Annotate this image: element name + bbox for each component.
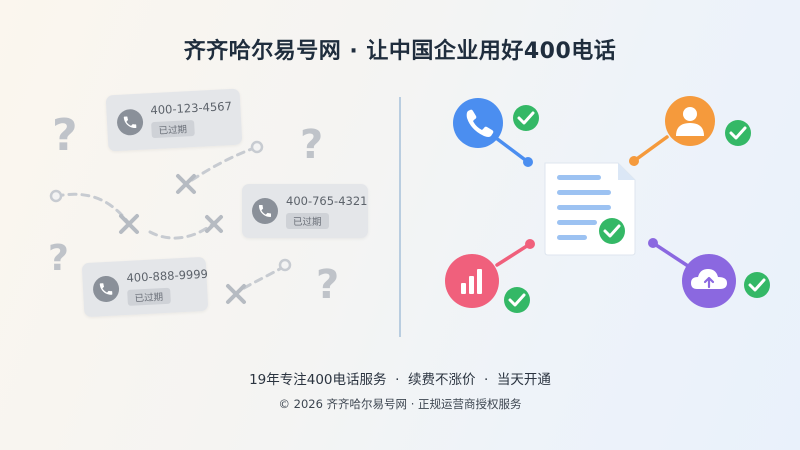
cross-icon [226, 284, 246, 304]
svg-text:?: ? [48, 238, 69, 279]
phone-icon [92, 275, 120, 303]
connectors [494, 135, 690, 268]
page-title: 齐齐哈尔易号网 · 让中国企业用好400电话 [183, 39, 617, 64]
expired-badge: 已过期 [127, 287, 171, 306]
user-node [665, 96, 715, 146]
phone-icon [252, 198, 278, 224]
document-icon [544, 162, 636, 256]
path-endpoints [49, 140, 292, 272]
cross-icon [119, 214, 139, 234]
user-icon [676, 107, 704, 136]
phone-icon [466, 109, 494, 137]
section-divider [399, 97, 401, 337]
check-icon [725, 120, 751, 146]
cross-icon [205, 215, 223, 233]
check-icon [744, 272, 770, 298]
cloud-node [682, 254, 736, 308]
connector-dots [523, 156, 658, 249]
expired-number: 400-123-4567 [150, 98, 233, 118]
expired-number-card: 400-123-4567 已过期 [105, 88, 243, 152]
cloud-upload-icon [691, 269, 727, 289]
expired-number-card: 400-765-4321 已过期 [242, 184, 368, 238]
cross-icon [176, 174, 196, 194]
expired-number: 400-765-4321 [286, 194, 368, 208]
svg-text:?: ? [52, 110, 78, 161]
question-icon: ? ? ? ? [48, 110, 339, 308]
bar-chart-icon [461, 269, 482, 294]
feature-tagline: 19年专注400电话服务 · 续费不涨价 · 当天开通 [249, 372, 551, 388]
copyright-text: © 2026 齐齐哈尔易号网 · 正规运营商授权服务 [278, 397, 522, 411]
expired-badge: 已过期 [151, 119, 195, 139]
check-icon [504, 287, 530, 313]
check-icon [513, 105, 539, 131]
chart-node [445, 254, 499, 308]
phone-node [453, 98, 503, 148]
phone-icon [116, 108, 144, 136]
expired-badge: 已过期 [286, 213, 329, 229]
expired-number-card: 400-888-9999 已过期 [81, 256, 209, 318]
svg-text:?: ? [300, 122, 323, 168]
expired-number: 400-888-9999 [126, 266, 209, 285]
svg-text:?: ? [316, 262, 339, 308]
